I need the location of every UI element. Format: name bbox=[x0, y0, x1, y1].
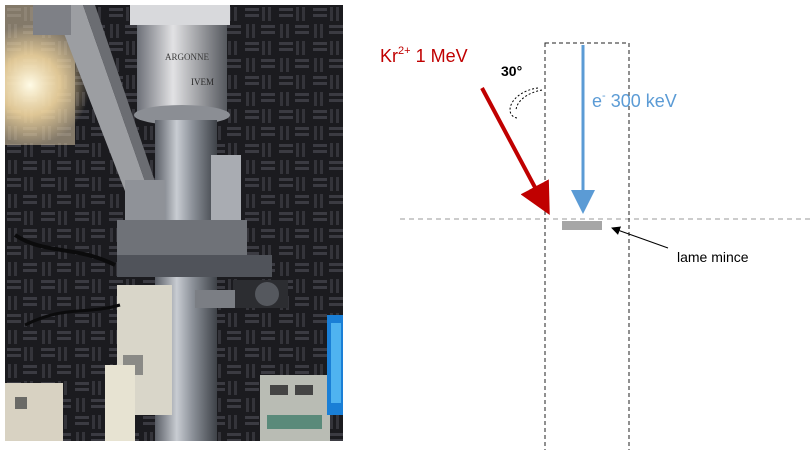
sample-pointer-arrow bbox=[612, 228, 668, 248]
ion-beam-arrow bbox=[482, 88, 546, 208]
column-inscription-bottom: IVEM bbox=[191, 77, 214, 87]
electron-beam-label: e- 300 keV bbox=[592, 90, 677, 111]
schematic-svg: Kr2+ 1 MeV 30° e- 300 keV lame mince bbox=[350, 0, 810, 450]
column-inscription-top: ARGONNE bbox=[165, 52, 210, 62]
microscope-photo-art: ARGONNE IVEM bbox=[5, 5, 343, 441]
ion-beam-label: Kr2+ 1 MeV bbox=[380, 45, 468, 66]
irradiation-schematic: Kr2+ 1 MeV 30° e- 300 keV lame mince bbox=[350, 0, 810, 450]
angle-label: 30° bbox=[501, 63, 522, 79]
sample-label: lame mince bbox=[677, 249, 749, 265]
angle-arc-inner bbox=[516, 90, 542, 111]
microscope-photo: ARGONNE IVEM bbox=[5, 5, 343, 441]
thin-lamella bbox=[562, 221, 602, 230]
